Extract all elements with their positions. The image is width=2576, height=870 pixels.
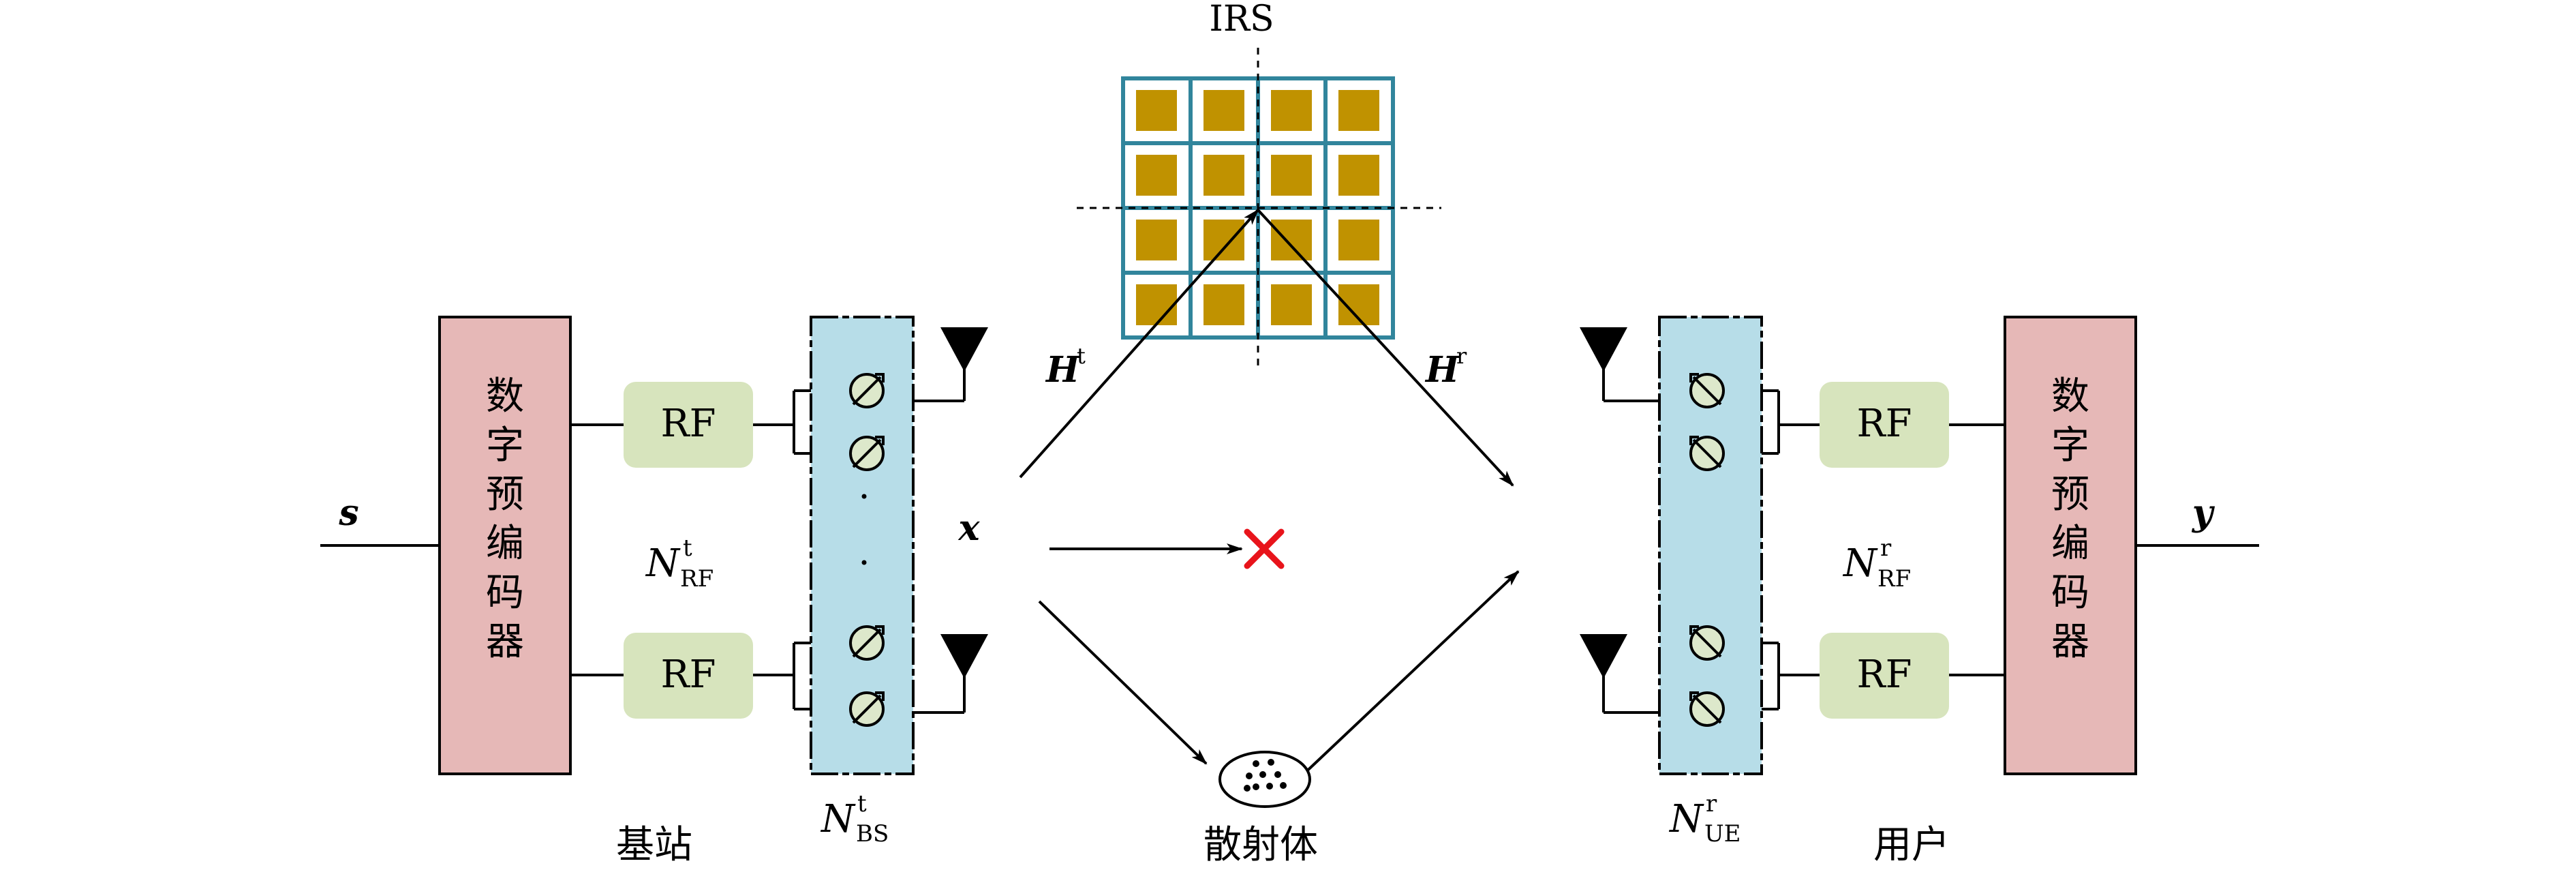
rx-combiner-char-1: 数 xyxy=(2051,374,2089,419)
tx-n-rf-sup: t xyxy=(683,535,692,562)
tx-precoder-char-3: 预 xyxy=(486,472,524,517)
tx-n-rf-sub: RF xyxy=(680,565,714,592)
rx-phase-shifter-1 xyxy=(1689,373,1725,408)
rx-n-ue-sub: UE xyxy=(1704,820,1741,847)
blocked-mark xyxy=(1244,528,1285,569)
h-r-label: H r xyxy=(1424,343,1467,391)
rx-combiner-char-2: 字 xyxy=(2051,423,2089,468)
rx-combiner-char-4: 编 xyxy=(2051,522,2089,566)
channel-paths xyxy=(1019,209,1520,779)
tx-n-rf-main: N xyxy=(645,541,681,586)
tx-antenna-2 xyxy=(940,634,988,678)
tx-antenna-1 xyxy=(940,327,988,372)
tx-n-bs-label: N t BS xyxy=(820,790,889,847)
irs-elements xyxy=(1136,90,1379,325)
path-scatterer-to-ue xyxy=(1299,570,1520,779)
rx-phase-shifter-3 xyxy=(1689,625,1725,661)
tx-phase-shifter-2 xyxy=(849,436,885,471)
rx-antenna-2 xyxy=(1580,634,1627,678)
rx-rf-chain-2-label: RF xyxy=(1856,652,1912,697)
rx-digital-combiner: 数 字 预 编 码 器 xyxy=(2004,316,2137,775)
irs-panel xyxy=(1077,48,1441,372)
tx-n-bs-sup: t xyxy=(857,790,867,817)
tx-precoder-char-6: 器 xyxy=(486,620,524,664)
rx-rf-chain-2: RF xyxy=(1820,633,1949,719)
h-t-sup: t xyxy=(1077,343,1086,369)
tx-precoder-char-4: 编 xyxy=(486,522,524,566)
tx-phase-shifter-3 xyxy=(849,625,885,661)
rx-combiner-char-5: 码 xyxy=(2051,571,2089,615)
h-t-main: H xyxy=(1045,349,1081,391)
h-r-main: H xyxy=(1424,349,1460,391)
rx-analog-phase-array xyxy=(1658,316,1763,775)
rx-n-ue-main: N xyxy=(1668,797,1704,841)
tx-precoder-char-2: 字 xyxy=(486,423,524,468)
tx-phase-shifter-1 xyxy=(849,373,885,408)
rx-rf-chain-1-label: RF xyxy=(1856,402,1912,446)
rx-n-rf-sup: r xyxy=(1880,535,1892,562)
tx-precoder-char-1: 数 xyxy=(486,374,524,419)
user-label: 用户 xyxy=(1873,823,1950,867)
output-symbol: y xyxy=(2192,492,2215,534)
tx-n-rf-label: N t RF xyxy=(645,535,714,592)
rx-combiner-char-3: 预 xyxy=(2051,472,2089,517)
tx-precoder-char-5: 码 xyxy=(486,571,524,615)
irs-label: IRS xyxy=(1209,0,1274,40)
tx-rf-chain-1-label: RF xyxy=(660,402,716,446)
rx-n-rf-main: N xyxy=(1842,541,1878,586)
tx-rf-chain-1: RF xyxy=(624,382,753,468)
tx-rf-chain-2-label: RF xyxy=(660,652,716,697)
input-symbol: s xyxy=(338,492,358,534)
rx-phase-shifter-2 xyxy=(1689,436,1725,471)
rx-n-ue-sup: r xyxy=(1706,790,1717,817)
tx-n-bs-sub: BS xyxy=(856,820,889,847)
tx-n-bs-main: N xyxy=(820,797,856,841)
rx-combiner-char-6: 器 xyxy=(2051,620,2089,664)
tx-phase-shifter-4 xyxy=(849,691,885,727)
tx-analog-phase-array xyxy=(810,316,915,775)
base-station-label: 基站 xyxy=(616,823,692,867)
path-bs-to-scatterer xyxy=(1038,600,1208,765)
path-irs-to-ue xyxy=(1257,209,1514,487)
rx-n-rf-label: N r RF xyxy=(1842,535,1911,592)
tx-signal-symbol: x xyxy=(957,507,980,549)
rx-antenna-1 xyxy=(1580,327,1627,372)
rx-rf-chain-1: RF xyxy=(1820,382,1949,468)
h-t-label: H t xyxy=(1045,343,1086,391)
h-r-sup: r xyxy=(1456,343,1467,369)
tx-digital-precoder: 数 字 预 编 码 器 xyxy=(438,316,572,775)
scatterer xyxy=(1218,751,1311,808)
scatterer-label: 散射体 xyxy=(1203,823,1318,867)
rx-n-ue-label: N r UE xyxy=(1668,790,1741,847)
tx-rf-chain-2: RF xyxy=(624,633,753,719)
rx-n-rf-sub: RF xyxy=(1877,565,1911,592)
path-bs-to-irs xyxy=(1019,209,1259,479)
rx-phase-shifter-4 xyxy=(1689,691,1725,727)
